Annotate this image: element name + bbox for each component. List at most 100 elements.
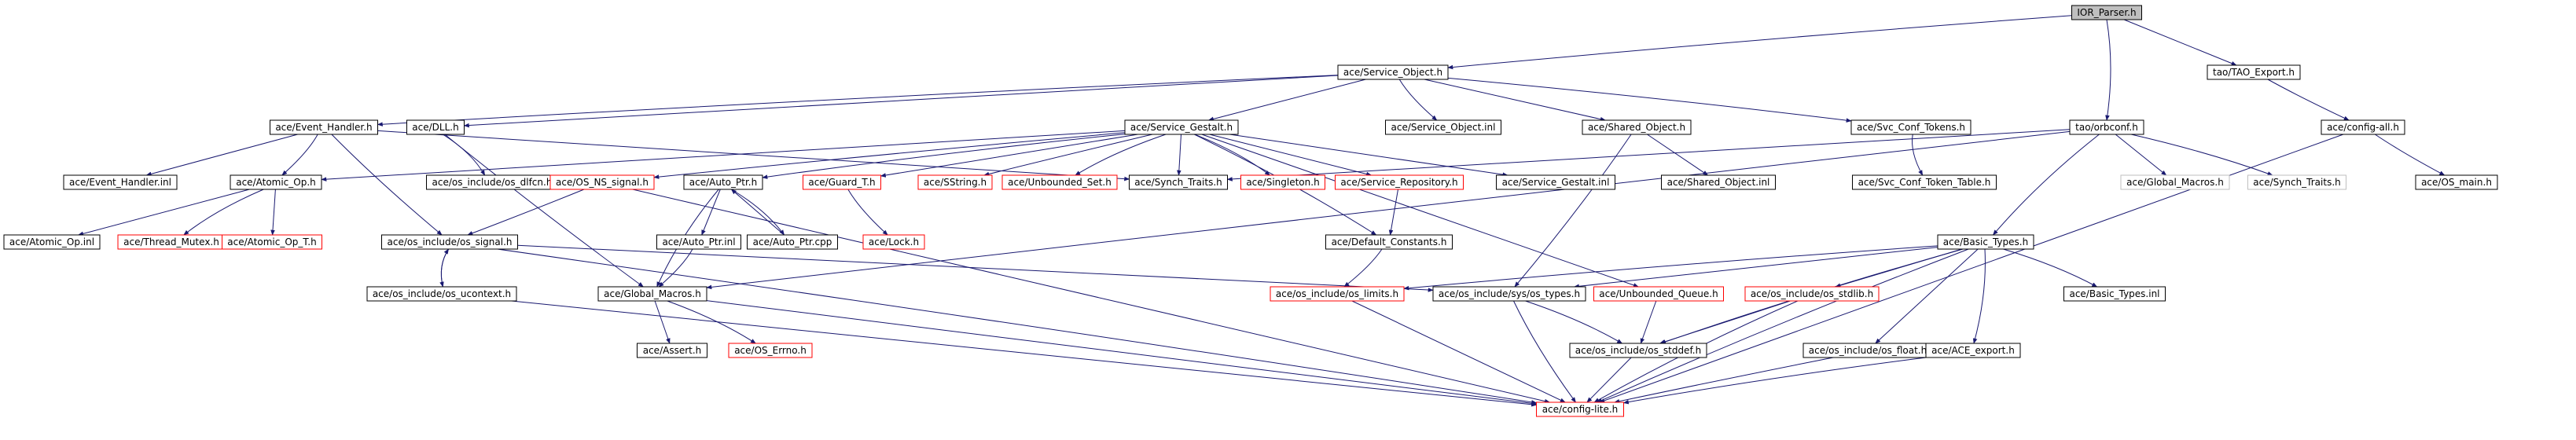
node-label: ace/Thread_Mutex.h: [123, 236, 219, 248]
node-os-dlfcn[interactable]: ace/os_include/os_dlfcn.h: [426, 174, 558, 190]
node-label: ace/Unbounded_Set.h: [1008, 177, 1112, 188]
node-event-handler[interactable]: ace/Event_Handler.h: [270, 119, 378, 135]
node-os-ucontext[interactable]: ace/os_include/os_ucontext.h: [366, 286, 517, 302]
edge-os_ns_signal-to-os_signal: [467, 189, 585, 236]
node-label: ace/os_include/os_float.h: [1809, 345, 1927, 356]
node-label: ace/Global_Macros.h: [604, 288, 701, 299]
node-label: ace/os_include/os_signal.h: [388, 236, 513, 248]
edge-os_signal-to-config_lite: [497, 248, 1538, 405]
node-label: ace/Guard_T.h: [808, 177, 875, 188]
edge-service_object-to-dll: [463, 75, 1339, 128]
node-os-signal[interactable]: ace/os_include/os_signal.h: [381, 234, 518, 250]
edge-os_signal-to-os_ucontext: [439, 248, 450, 288]
node-label: ace/config-lite.h: [1542, 404, 1619, 415]
node-os-stddef[interactable]: ace/os_include/os_stddef.h: [1569, 343, 1707, 358]
edge-os_ucontext-to-os_signal: [440, 248, 450, 288]
edge-global_macros-to-os_errno: [667, 300, 756, 344]
node-atomic-op-inl[interactable]: ace/Atomic_Op.inl: [3, 234, 101, 250]
node-global-macros[interactable]: ace/Global_Macros.h: [597, 286, 707, 302]
node-label: ace/os_include/os_stddef.h: [1575, 345, 1701, 356]
edge-event_handler-to-atomic_op: [281, 134, 318, 176]
node-assert[interactable]: ace/Assert.h: [637, 343, 707, 358]
node-svc-conf-tokens[interactable]: ace/Svc_Conf_Tokens.h: [1850, 119, 1972, 135]
node-unbounded-set: ace/Unbounded_Set.h: [1001, 174, 1118, 190]
node-atomic-op[interactable]: ace/Atomic_Op.h: [230, 174, 322, 190]
node-os-main[interactable]: ace/OS_main.h: [2415, 174, 2498, 190]
node-label: ace/config-all.h: [2327, 122, 2399, 133]
node-default-constants[interactable]: ace/Default_Constants.h: [1325, 234, 1453, 250]
edge-unbounded_queue-to-os_stddef: [1640, 300, 1657, 344]
node-config-all[interactable]: ace/config-all.h: [2321, 119, 2405, 135]
node-label: ace/Svc_Conf_Token_Table.h: [1858, 177, 1991, 188]
edge-service_object-to-service_object_inl: [1398, 79, 1438, 121]
edge-orbconf-to-global_macros_ext: [2115, 134, 2167, 176]
node-service-repository: ace/Service_Repository.h: [1335, 174, 1464, 190]
node-label: ace/os_include/os_limits.h: [1276, 288, 1398, 299]
node-shared-object-inl[interactable]: ace/Shared_Object.inl: [1661, 174, 1776, 190]
edge-service_object-to-event_handler: [377, 75, 1339, 126]
edge-auto_ptr-to-auto_ptr_inl: [701, 189, 721, 236]
node-guard-t: ace/Guard_T.h: [803, 174, 881, 190]
node-ior-parser: IOR_Parser.h: [2071, 5, 2142, 20]
edge-ior_parser-to-orbconf: [2105, 19, 2111, 121]
node-label: ace/Atomic_Op.inl: [9, 236, 94, 248]
node-label: ace/Synch_Traits.h: [2253, 177, 2340, 188]
node-synch-traits[interactable]: ace/Synch_Traits.h: [1129, 174, 1228, 190]
node-label: ace/Basic_Types.inl: [2069, 288, 2159, 299]
node-auto-ptr-cpp[interactable]: ace/Auto_Ptr.cpp: [747, 234, 838, 250]
edge-service_gestalt-to-sstring: [983, 134, 1153, 177]
node-label: ace/Event_Handler.h: [275, 122, 372, 133]
node-label: ace/os_include/os_stdlib.h: [1751, 288, 1873, 299]
edge-dll-to-global_macros: [444, 134, 644, 288]
node-label: ace/Basic_Types.h: [1943, 236, 2028, 248]
node-ace-export[interactable]: ace/ACE_export.h: [1925, 343, 2021, 358]
node-service-gestalt[interactable]: ace/Service_Gestalt.h: [1124, 119, 1239, 135]
node-basic-types-inl[interactable]: ace/Basic_Types.inl: [2063, 286, 2166, 302]
node-label: ace/Shared_Object.h: [1588, 122, 1685, 133]
node-atomic-op-t: ace/Atomic_Op_T.h: [222, 234, 322, 250]
edge-tao_export-to-config_all: [2267, 79, 2350, 121]
node-event-handler-inl[interactable]: ace/Event_Handler.inl: [63, 174, 178, 190]
node-lock: ace/Lock.h: [862, 234, 925, 250]
edge-os_stdlib-to-os_stddef: [1659, 300, 1791, 344]
node-label: ace/Svc_Conf_Tokens.h: [1857, 122, 1965, 133]
edge-default_constants-to-os_limits: [1343, 248, 1383, 288]
node-label: ace/OS_main.h: [2421, 177, 2492, 188]
node-svc-conf-token-table[interactable]: ace/Svc_Conf_Token_Table.h: [1852, 174, 1997, 190]
edge-os_signal-to-os_types: [517, 244, 1434, 292]
node-os-ns-signal: ace/OS_NS_signal.h: [549, 174, 655, 190]
node-label: ace/Event_Handler.inl: [69, 177, 171, 188]
node-auto-ptr-inl[interactable]: ace/Auto_Ptr.inl: [656, 234, 741, 250]
node-shared-object[interactable]: ace/Shared_Object.h: [1582, 119, 1692, 135]
node-basic-types[interactable]: ace/Basic_Types.h: [1937, 234, 2034, 250]
node-service-object-inl[interactable]: ace/Service_Object.inl: [1385, 119, 1501, 135]
node-auto-ptr[interactable]: ace/Auto_Ptr.h: [683, 174, 763, 190]
node-orbconf[interactable]: tao/orbconf.h: [2069, 119, 2144, 135]
node-label: ace/OS_NS_signal.h: [556, 177, 649, 188]
node-label: tao/orbconf.h: [2075, 122, 2138, 133]
node-sstring: ace/SString.h: [917, 174, 993, 190]
node-label: ace/os_include/os_dlfcn.h: [432, 177, 553, 188]
edge-auto_ptr_inl-to-global_macros: [658, 248, 693, 288]
node-service-object[interactable]: ace/Service_Object.h: [1337, 64, 1449, 80]
node-label: ace/SString.h: [924, 177, 987, 188]
node-label: ace/Assert.h: [643, 345, 702, 356]
node-service-gestalt-inl[interactable]: ace/Service_Gestalt.inl: [1496, 174, 1615, 190]
edge-ior_parser-to-service_object: [1447, 15, 2072, 70]
node-label: ace/Atomic_Op.h: [236, 177, 316, 188]
node-os-types[interactable]: ace/os_include/sys/os_types.h: [1432, 286, 1586, 302]
node-tao-export[interactable]: tao/TAO_Export.h: [2207, 64, 2301, 80]
edge-os_limits-to-config_lite: [1351, 300, 1566, 403]
node-label: ace/Shared_Object.inl: [1667, 177, 1770, 188]
edge-service_gestalt-to-os_ns_signal: [653, 132, 1126, 179]
node-os-float[interactable]: ace/os_include/os_float.h: [1802, 343, 1933, 358]
edge-shared_object-to-os_types: [1514, 134, 1632, 288]
node-label: ace/Service_Gestalt.inl: [1502, 177, 1610, 188]
edge-config_all-to-config_lite: [1599, 134, 2344, 403]
node-dll[interactable]: ace/DLL.h: [406, 119, 465, 135]
edge-svc_conf_tokens-to-svc_conf_token_table: [1912, 134, 1924, 176]
edge-os_float-to-config_lite: [1614, 357, 1834, 404]
node-config-lite: ace/config-lite.h: [1536, 402, 1624, 417]
edge-atomic_op-to-atomic_op_inl: [78, 189, 250, 236]
